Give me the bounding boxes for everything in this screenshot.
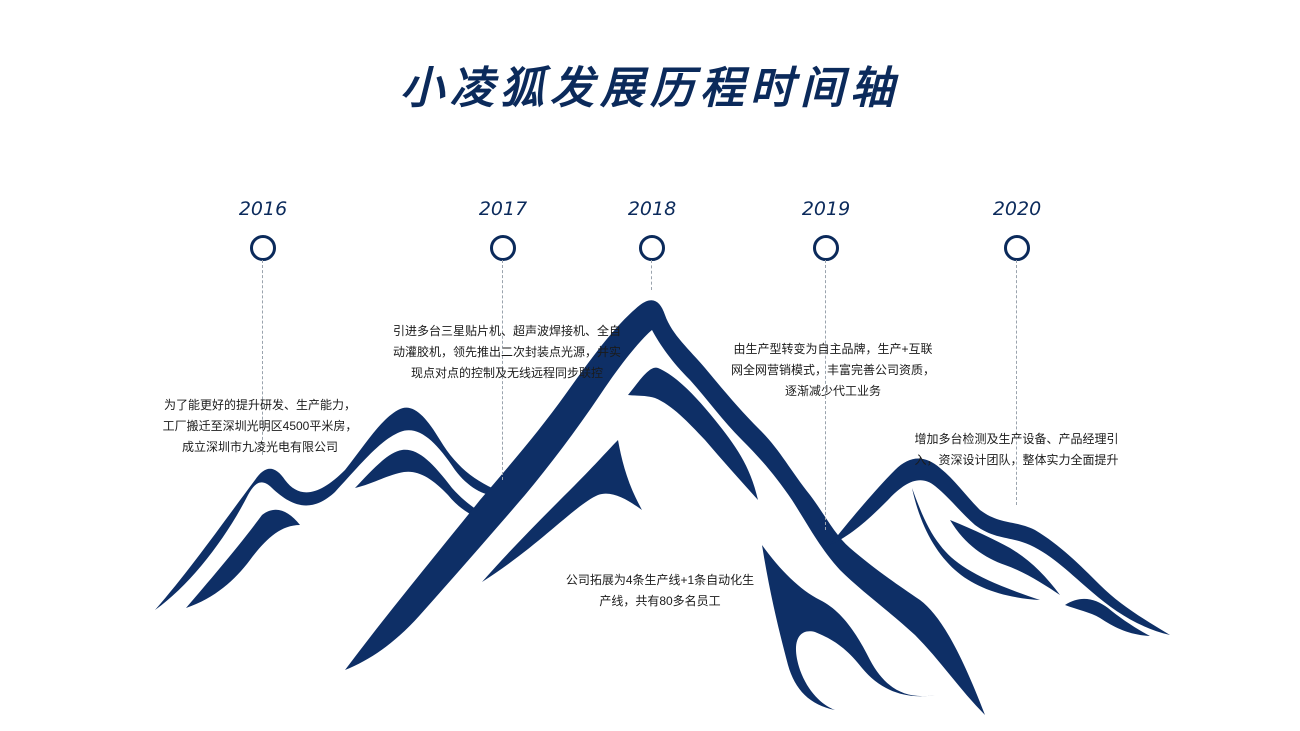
timeline-node-2016 <box>250 235 276 261</box>
year-label-2019: 2019 <box>801 198 851 220</box>
year-label-2017: 2017 <box>478 198 528 220</box>
mountain-right-ridge1 <box>912 488 1040 600</box>
milestone-desc-2018: 公司拓展为4条生产线+1条自动化生产线，共有80多名员工 <box>565 573 755 608</box>
dashed-connector-2018 <box>651 260 652 290</box>
milestone-desc-2017: 引进多台三星贴片机、超声波焊接机、全自动灌胶机，领先推出二次封装点光源，并实现点… <box>392 324 621 380</box>
mountain-center-crack <box>482 440 642 582</box>
mountain-right-ridge2 <box>950 520 1060 595</box>
milestone-desc-2020: 增加多台检测及生产设备、产品经理引入，资深设计团队，整体实力全面提升 <box>914 432 1119 467</box>
timeline-node-2019 <box>813 235 839 261</box>
mountain-center-foot <box>762 545 935 710</box>
timeline-node-2017 <box>490 235 516 261</box>
milestone-desc-2016: 为了能更好的提升研发、生产能力，工厂搬迁至深圳光明区4500平米房，成立深圳市九… <box>162 398 358 454</box>
mountain-left-inner <box>186 509 300 608</box>
dashed-connector-2016 <box>262 260 263 455</box>
dashed-connector-2020 <box>1016 260 1017 505</box>
year-label-2018: 2018 <box>627 198 677 220</box>
dashed-connector-2017 <box>502 260 503 480</box>
dashed-connector-2019 <box>825 260 826 530</box>
milestone-desc-2019: 由生产型转变为自主品牌，生产+互联网全网营销模式，丰富完善公司资质，逐渐减少代工… <box>730 342 935 398</box>
page-title: 小凌狐发展历程时间轴 <box>400 63 900 114</box>
timeline-node-2018 <box>639 235 665 261</box>
timeline-node-2020 <box>1004 235 1030 261</box>
year-label-2016: 2016 <box>238 198 288 220</box>
mountain-left-ridge <box>355 449 498 521</box>
year-label-2020: 2020 <box>992 198 1042 220</box>
mountain-right <box>830 458 1170 635</box>
mountain-right-tail <box>1065 598 1150 636</box>
mountain-center-snow <box>628 367 758 500</box>
